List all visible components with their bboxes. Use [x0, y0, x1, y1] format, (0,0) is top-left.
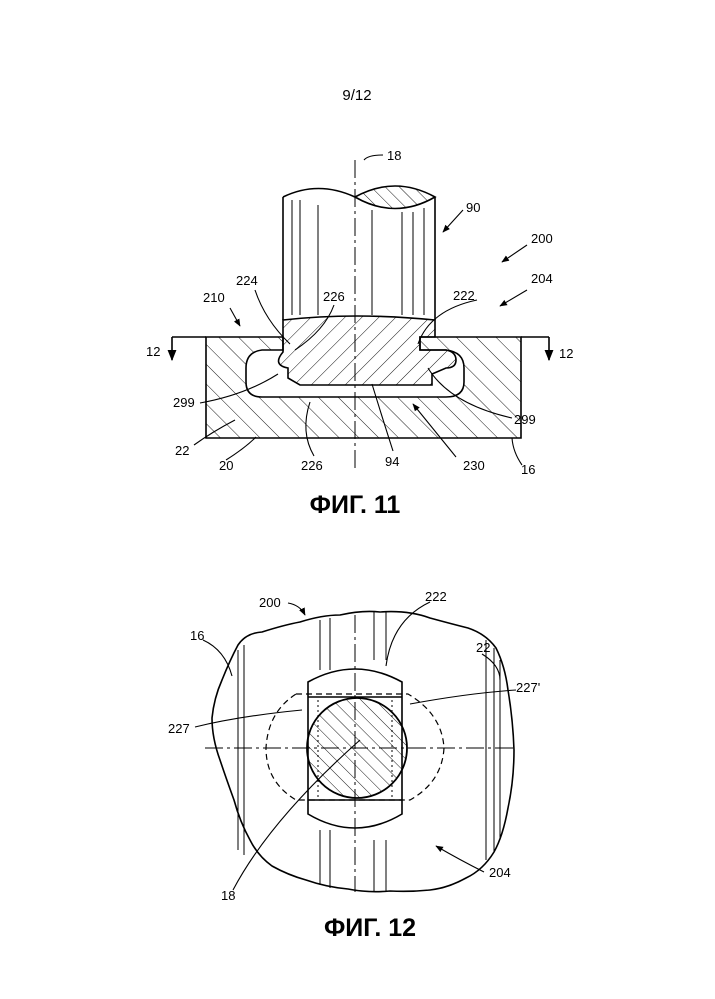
- label-16: 16: [521, 462, 535, 477]
- page-number: 9/12: [342, 87, 371, 104]
- label-299-left: 299: [173, 395, 195, 410]
- label-227-prime: 227': [516, 680, 540, 695]
- pin-head: [279, 316, 456, 385]
- label-axis-18: 18: [221, 888, 235, 903]
- section-marker-left: [172, 337, 206, 360]
- label-detail-204: 204: [489, 865, 511, 880]
- label-226-bottom: 226: [301, 458, 323, 473]
- pin-cylinder: [283, 186, 435, 320]
- label-94: 94: [385, 454, 399, 469]
- label-230: 230: [463, 458, 485, 473]
- label-299-right: 299: [514, 412, 536, 427]
- label-20: 20: [219, 458, 233, 473]
- label-222: 222: [425, 589, 447, 604]
- label-axis-18: 18: [387, 148, 401, 163]
- label-section-right-12: 12: [559, 346, 573, 361]
- figure-12: 200 222 16 22 227' 227 204 18 ФИГ. 12: [168, 589, 540, 942]
- figure-11-caption: ФИГ. 11: [310, 491, 401, 519]
- label-224: 224: [236, 273, 258, 288]
- label-section-left-12: 12: [146, 344, 160, 359]
- pin-cross-section: [307, 698, 407, 798]
- label-pin-90: 90: [466, 200, 480, 215]
- label-detail-204: 204: [531, 271, 553, 286]
- label-head-210: 210: [203, 290, 225, 305]
- section-marker-right: [521, 337, 549, 360]
- label-16: 16: [190, 628, 204, 643]
- label-226-top: 226: [323, 289, 345, 304]
- label-22: 22: [175, 443, 189, 458]
- label-222: 222: [453, 288, 475, 303]
- figure-11: 18 90 200 204 210 224 226 222 12 12 299 …: [146, 148, 573, 519]
- figure-12-caption: ФИГ. 12: [324, 914, 416, 942]
- label-22: 22: [476, 640, 490, 655]
- label-227: 227: [168, 721, 190, 736]
- label-assembly-200: 200: [259, 595, 281, 610]
- label-assembly-200: 200: [531, 231, 553, 246]
